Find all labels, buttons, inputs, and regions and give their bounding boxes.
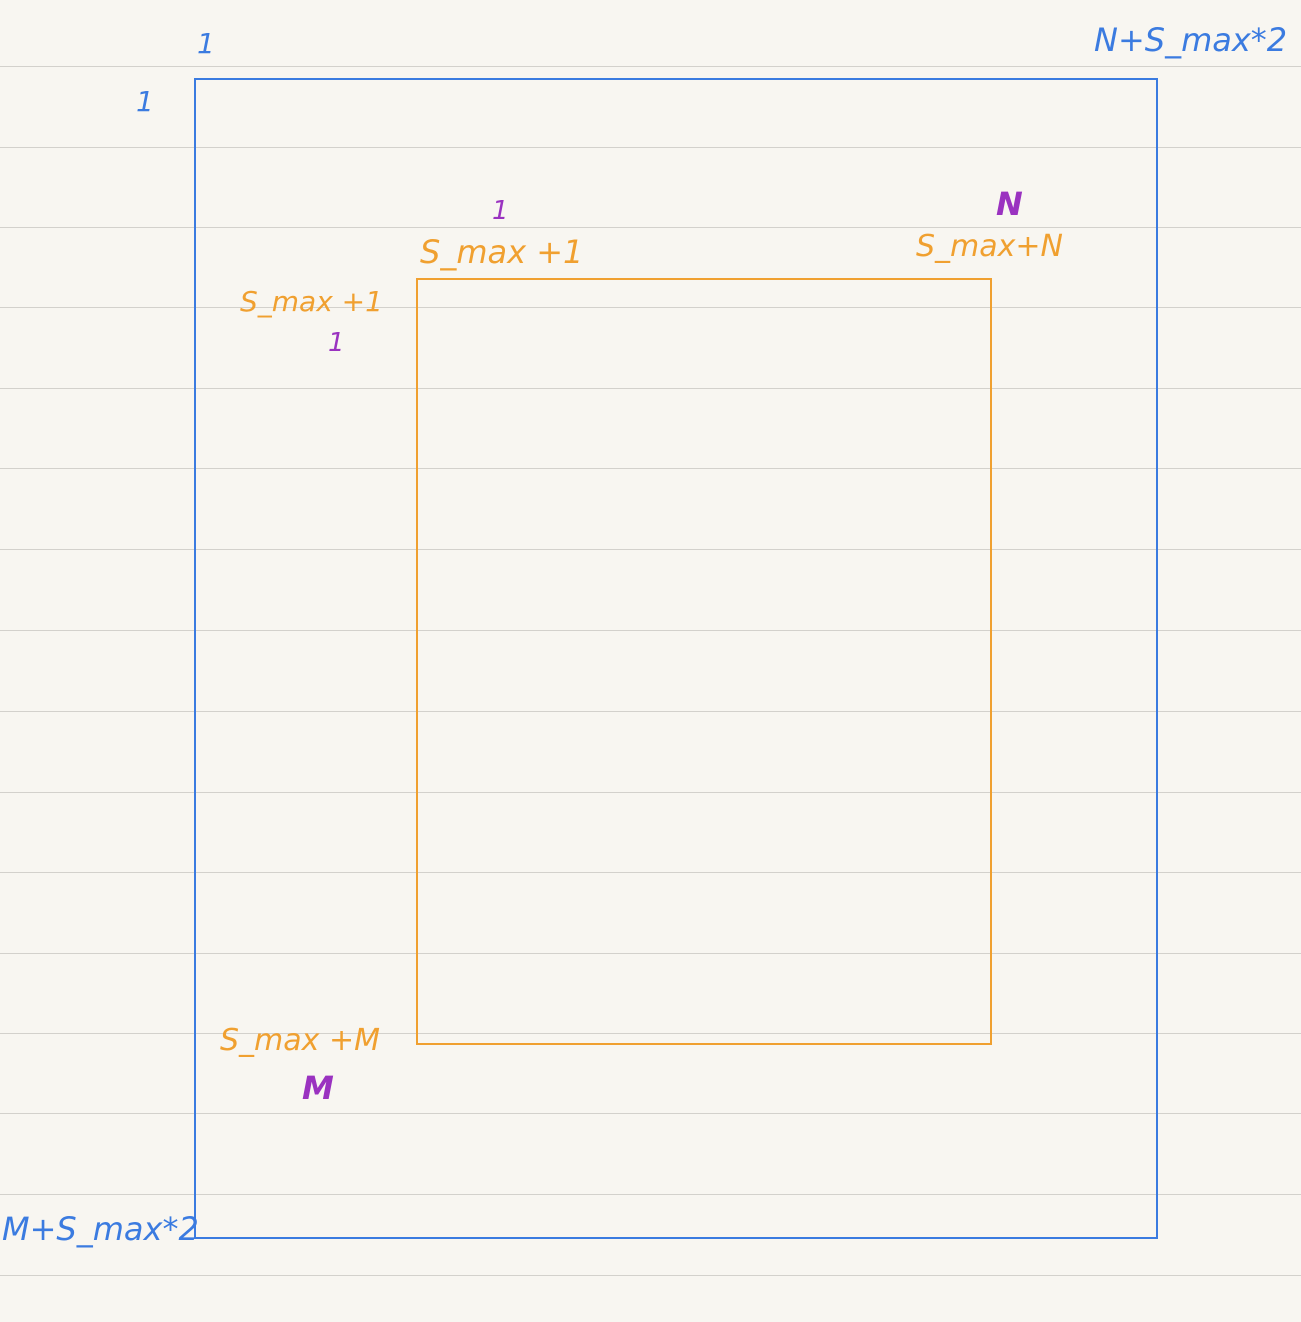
inner-top-right-label: S_max+N [916,229,1063,264]
ruled-line [0,66,1301,67]
outer-top-right-label: N+S_max*2 [1094,21,1288,59]
index-col-end-label: N [996,185,1023,223]
inner-bottom-left-label: S_max +M [220,1023,380,1058]
ruled-line [0,1194,1301,1195]
index-col-start-label: 1 [492,196,509,226]
outer-padded-rectangle [194,78,1158,1239]
ruled-line [0,1033,1301,1034]
ruled-line [0,1275,1301,1276]
outer-top-left-col-label: 1 [197,27,215,60]
ruled-line [0,1113,1301,1114]
outer-bottom-left-label: M+S_max*2 [2,1210,199,1248]
inner-top-left-row-label: S_max +1 [240,285,383,318]
ruled-line [0,307,1301,308]
inner-original-rectangle [416,278,992,1045]
ruled-line [0,711,1301,712]
inner-top-left-col-label: S_max +1 [420,233,584,271]
ruled-line [0,953,1301,954]
index-row-start-label: 1 [328,328,345,358]
ruled-line [0,147,1301,148]
ruled-line [0,468,1301,469]
ruled-line [0,630,1301,631]
ruled-line [0,792,1301,793]
ruled-line [0,872,1301,873]
ruled-line [0,227,1301,228]
ruled-line [0,388,1301,389]
index-row-end-label: M [302,1069,334,1107]
outer-top-left-row-label: 1 [136,85,154,118]
ruled-line [0,549,1301,550]
